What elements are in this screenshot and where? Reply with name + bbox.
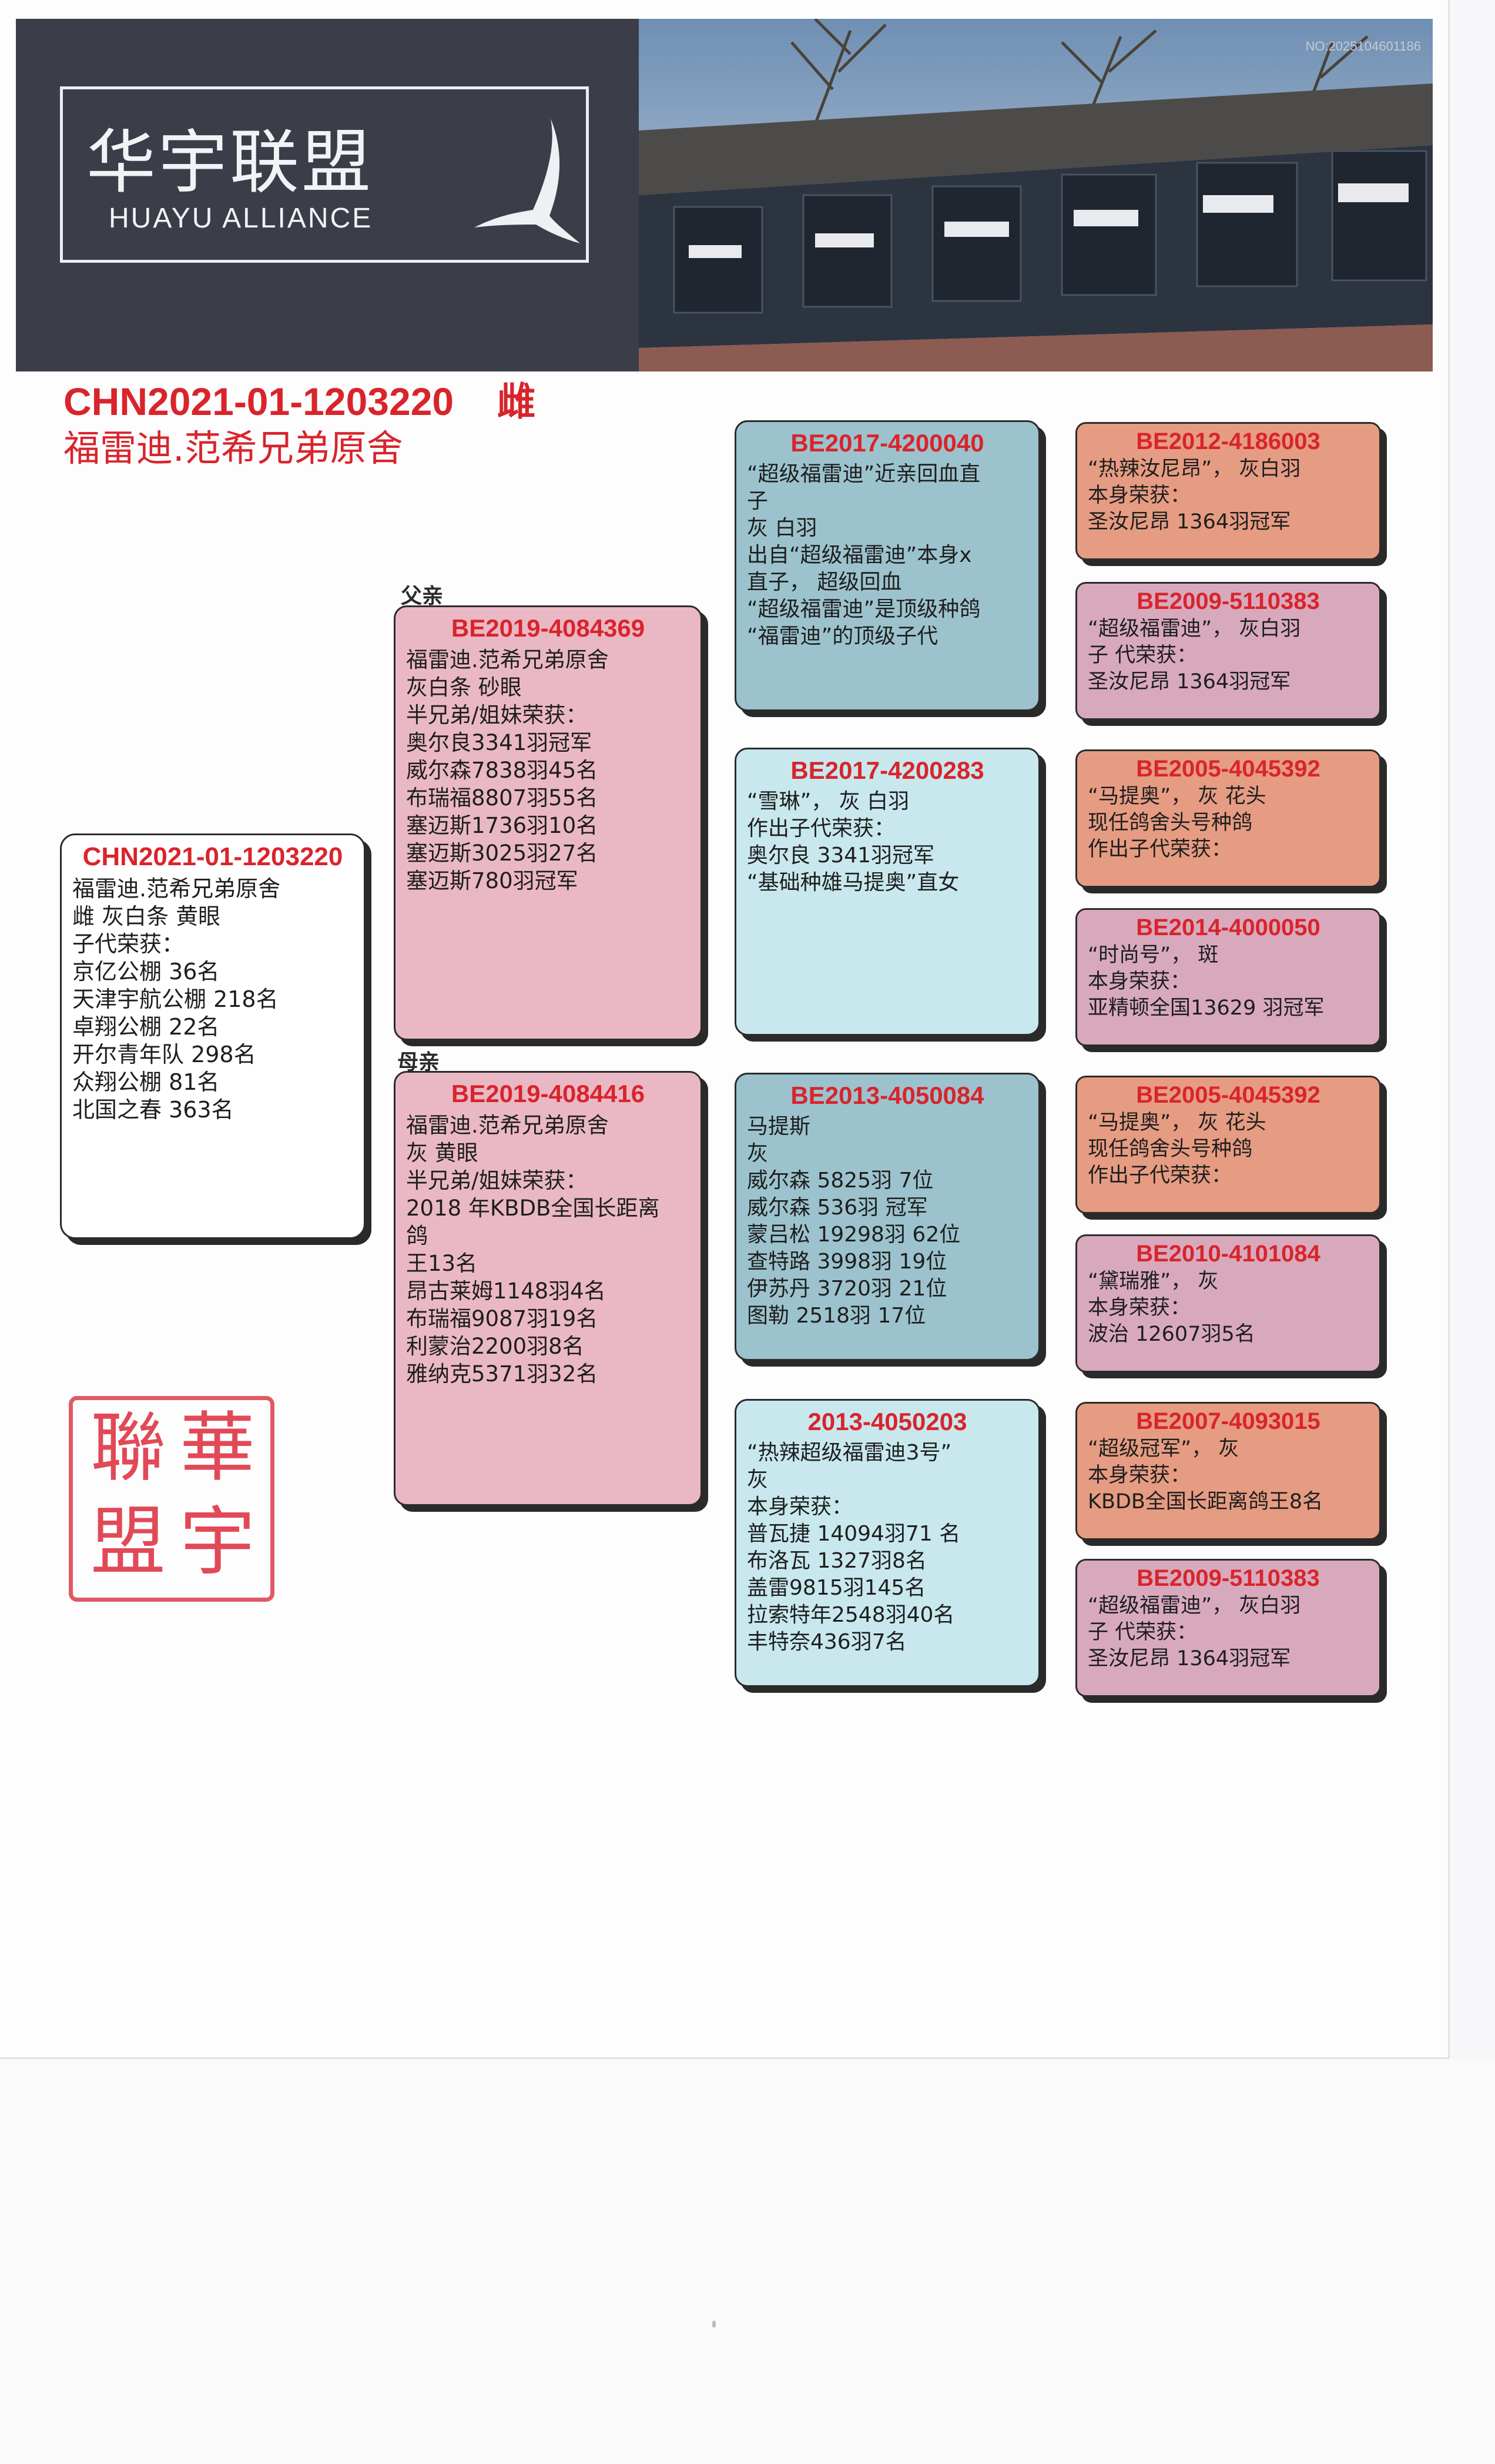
great-grandparent-card-1: BE2012-4186003 “热辣汝尼昂”， 灰白羽 本身荣获： 圣汝尼昂 1… <box>1075 422 1381 560</box>
loft-subtitle: 福雷迪.范希兄弟原舍 <box>63 427 403 470</box>
father-label: 父亲 <box>401 584 444 608</box>
grandparent-ring-number: BE2013-4050084 <box>790 1082 984 1109</box>
great-grandparent-ring-number: BE2009-5110383 <box>1137 588 1320 614</box>
maternal-granddam-card: 2013-4050203 “热辣超级福雷迪3号” 灰 本身荣获： 普瓦捷 140… <box>735 1399 1040 1687</box>
great-grandparent-ring-number: BE2012-4186003 <box>1136 428 1320 454</box>
mother-ring-number: BE2019-4084416 <box>451 1080 645 1107</box>
logo: 华宇联盟 HUAYU ALLIANCE <box>60 86 589 263</box>
seal-char: 宇 <box>180 1498 256 1586</box>
alliance-seal-stamp: 華 宇 聯 盟 <box>69 1396 274 1602</box>
grandparent-ring-number: 2013-4050203 <box>807 1408 967 1435</box>
father-card: BE2019-4084369 福雷迪.范希兄弟原舍 灰白条 砂眼 半兄弟/姐妹荣… <box>394 605 702 1040</box>
mother-card: BE2019-4084416 福雷迪.范希兄弟原舍 灰 黄眼 半兄弟/姐妹荣获：… <box>394 1071 702 1506</box>
bird-icon <box>474 119 580 243</box>
logo-chinese: 华宇联盟 <box>86 122 374 203</box>
seal-char: 華 <box>180 1404 256 1492</box>
subject-card: CHN2021-01-1203220 福雷迪.范希兄弟原舍 雌 灰白条 黄眼 子… <box>60 833 366 1239</box>
great-grandparent-card-4: BE2014-4000050 “时尚号”， 斑 本身荣获： 亚精顿全国13629… <box>1075 908 1381 1046</box>
logo-english: HUAYU ALLIANCE <box>109 203 373 234</box>
subject-ring-number: CHN2021-01-1203220 <box>82 842 343 871</box>
great-grandparent-card-8: BE2009-5110383 “超级福雷迪”， 灰白羽 子 代荣获： 圣汝尼昂 … <box>1075 1559 1381 1697</box>
grandparent-ring-number: BE2017-4200283 <box>790 756 984 784</box>
great-grandparent-ring-number: BE2009-5110383 <box>1137 1565 1320 1591</box>
grandparent-details: 马提斯 灰 威尔森 5825羽 7位 威尔森 536羽 冠军 蒙吕松 19298… <box>747 1114 961 1328</box>
great-grandparent-details: “时尚号”， 斑 本身荣获： 亚精顿全国13629 羽冠军 <box>1088 943 1325 1020</box>
scan-speck <box>712 2321 716 2328</box>
father-ring-number: BE2019-4084369 <box>451 614 645 642</box>
great-grandparent-details: “超级福雷迪”， 灰白羽 子 代荣获： 圣汝尼昂 1364羽冠军 <box>1088 617 1301 694</box>
great-grandparent-ring-number: BE2005-4045392 <box>1136 1082 1320 1108</box>
scan-margin <box>0 2059 1495 2464</box>
header-banner: 华宇联盟 HUAYU ALLIANCE <box>16 19 1433 371</box>
great-grandparent-details: “马提奥”， 灰 花头 现任鸽舍头号种鸽 作出子代荣获： <box>1088 1111 1266 1187</box>
paternal-granddam-card: BE2017-4200283 “雪琳”， 灰 白羽 作出子代荣获： 奥尔良 33… <box>735 748 1040 1036</box>
paternal-grandsire-card: BE2017-4200040 “超级福雷迪”近亲回血直 子 灰 白羽 出自“超级… <box>735 420 1040 711</box>
great-grandparent-details: “超级冠军”， 灰 本身荣获： KBDB全国长距离鸽王8名 <box>1088 1437 1323 1514</box>
grandparent-details: “热辣超级福雷迪3号” 灰 本身荣获： 普瓦捷 14094羽71 名 布洛瓦 1… <box>747 1441 961 1654</box>
grandparent-details: “雪琳”， 灰 白羽 作出子代荣获： 奥尔良 3341羽冠军 “基础种雄马提奥”… <box>747 789 960 895</box>
grandparent-ring-number: BE2017-4200040 <box>790 429 984 457</box>
great-grandparent-card-5: BE2005-4045392 “马提奥”， 灰 花头 现任鸽舍头号种鸽 作出子代… <box>1075 1076 1381 1214</box>
great-grandparent-card-2: BE2009-5110383 “超级福雷迪”， 灰白羽 子 代荣获： 圣汝尼昂 … <box>1075 582 1381 720</box>
great-grandparent-card-6: BE2010-4101084 “黛瑞雅”， 灰 本身荣获： 波治 12607羽5… <box>1075 1234 1381 1372</box>
serial-number: NO:2025104601186 <box>1305 39 1421 53</box>
mother-label: 母亲 <box>397 1050 440 1074</box>
great-grandparent-ring-number: BE2010-4101084 <box>1136 1241 1320 1267</box>
grandparent-details: “超级福雷迪”近亲回血直 子 灰 白羽 出自“超级福雷迪”本身x 直子， 超级回… <box>747 462 981 648</box>
seal-char: 聯 <box>90 1404 166 1492</box>
ring-number-title: CHN2021-01-1203220 雌 <box>63 380 536 423</box>
great-grandparent-details: “热辣汝尼昂”， 灰白羽 本身荣获： 圣汝尼昂 1364羽冠军 <box>1088 457 1301 534</box>
great-grandparent-card-3: BE2005-4045392 “马提奥”， 灰 花头 现任鸽舍头号种鸽 作出子代… <box>1075 749 1381 888</box>
mother-details: 福雷迪.范希兄弟原舍 灰 黄眼 半兄弟/姐妹荣获： 2018 年KBDB全国长距… <box>406 1113 660 1387</box>
logo-panel: 华宇联盟 HUAYU ALLIANCE <box>16 19 639 371</box>
great-grandparent-ring-number: BE2014-4000050 <box>1136 915 1320 940</box>
subject-details: 福雷迪.范希兄弟原舍 雌 灰白条 黄眼 子代荣获： 京亿公棚 36名 天津宇航公… <box>72 876 281 1123</box>
great-grandparent-ring-number: BE2005-4045392 <box>1136 756 1320 782</box>
great-grandparent-details: “黛瑞雅”， 灰 本身荣获： 波治 12607羽5名 <box>1088 1270 1255 1346</box>
great-grandparent-ring-number: BE2007-4093015 <box>1136 1408 1320 1434</box>
great-grandparent-details: “马提奥”， 灰 花头 现任鸽舍头号种鸽 作出子代荣获： <box>1088 785 1266 861</box>
father-details: 福雷迪.范希兄弟原舍 灰白条 砂眼 半兄弟/姐妹荣获： 奥尔良3341羽冠军 威… <box>406 647 609 893</box>
maternal-grandsire-card: BE2013-4050084 马提斯 灰 威尔森 5825羽 7位 威尔森 53… <box>735 1073 1040 1361</box>
great-grandparent-details: “超级福雷迪”， 灰白羽 子 代荣获： 圣汝尼昂 1364羽冠军 <box>1088 1594 1301 1670</box>
loft-photo <box>639 19 1433 371</box>
great-grandparent-card-7: BE2007-4093015 “超级冠军”， 灰 本身荣获： KBDB全国长距离… <box>1075 1402 1381 1540</box>
seal-char: 盟 <box>90 1498 166 1586</box>
